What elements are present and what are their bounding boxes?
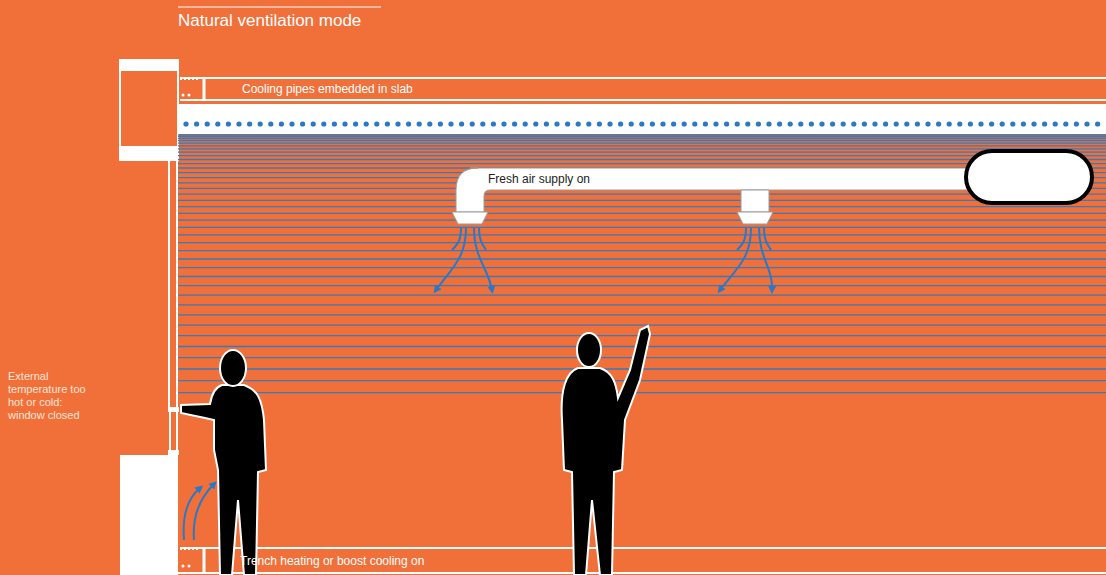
- note-text: External temperature too hot or cold: wi…: [8, 370, 100, 422]
- node-text: Fresh air supply on: [488, 172, 590, 186]
- air-flow-arrows: [184, 228, 772, 540]
- title-rule: [178, 7, 381, 8]
- cooling-pipes: [183, 121, 1100, 126]
- person-silhouette: [562, 326, 650, 575]
- fresh-air-duct: [452, 151, 1092, 224]
- title: Natural ventilation mode: [178, 11, 361, 31]
- node-text: Cooling pipes embedded in slab: [242, 82, 413, 96]
- slab-band: Cooling pipes embedded in slab: [206, 79, 806, 99]
- window: [168, 160, 179, 455]
- ceiling-slab: [120, 60, 1106, 160]
- duct-box: Fresh air supply on: [484, 169, 964, 189]
- floor-band: Trench heating or boost cooling on: [206, 550, 806, 572]
- node-text: Trench heating or boost cooling on: [240, 554, 424, 568]
- person-silhouette: [181, 350, 266, 575]
